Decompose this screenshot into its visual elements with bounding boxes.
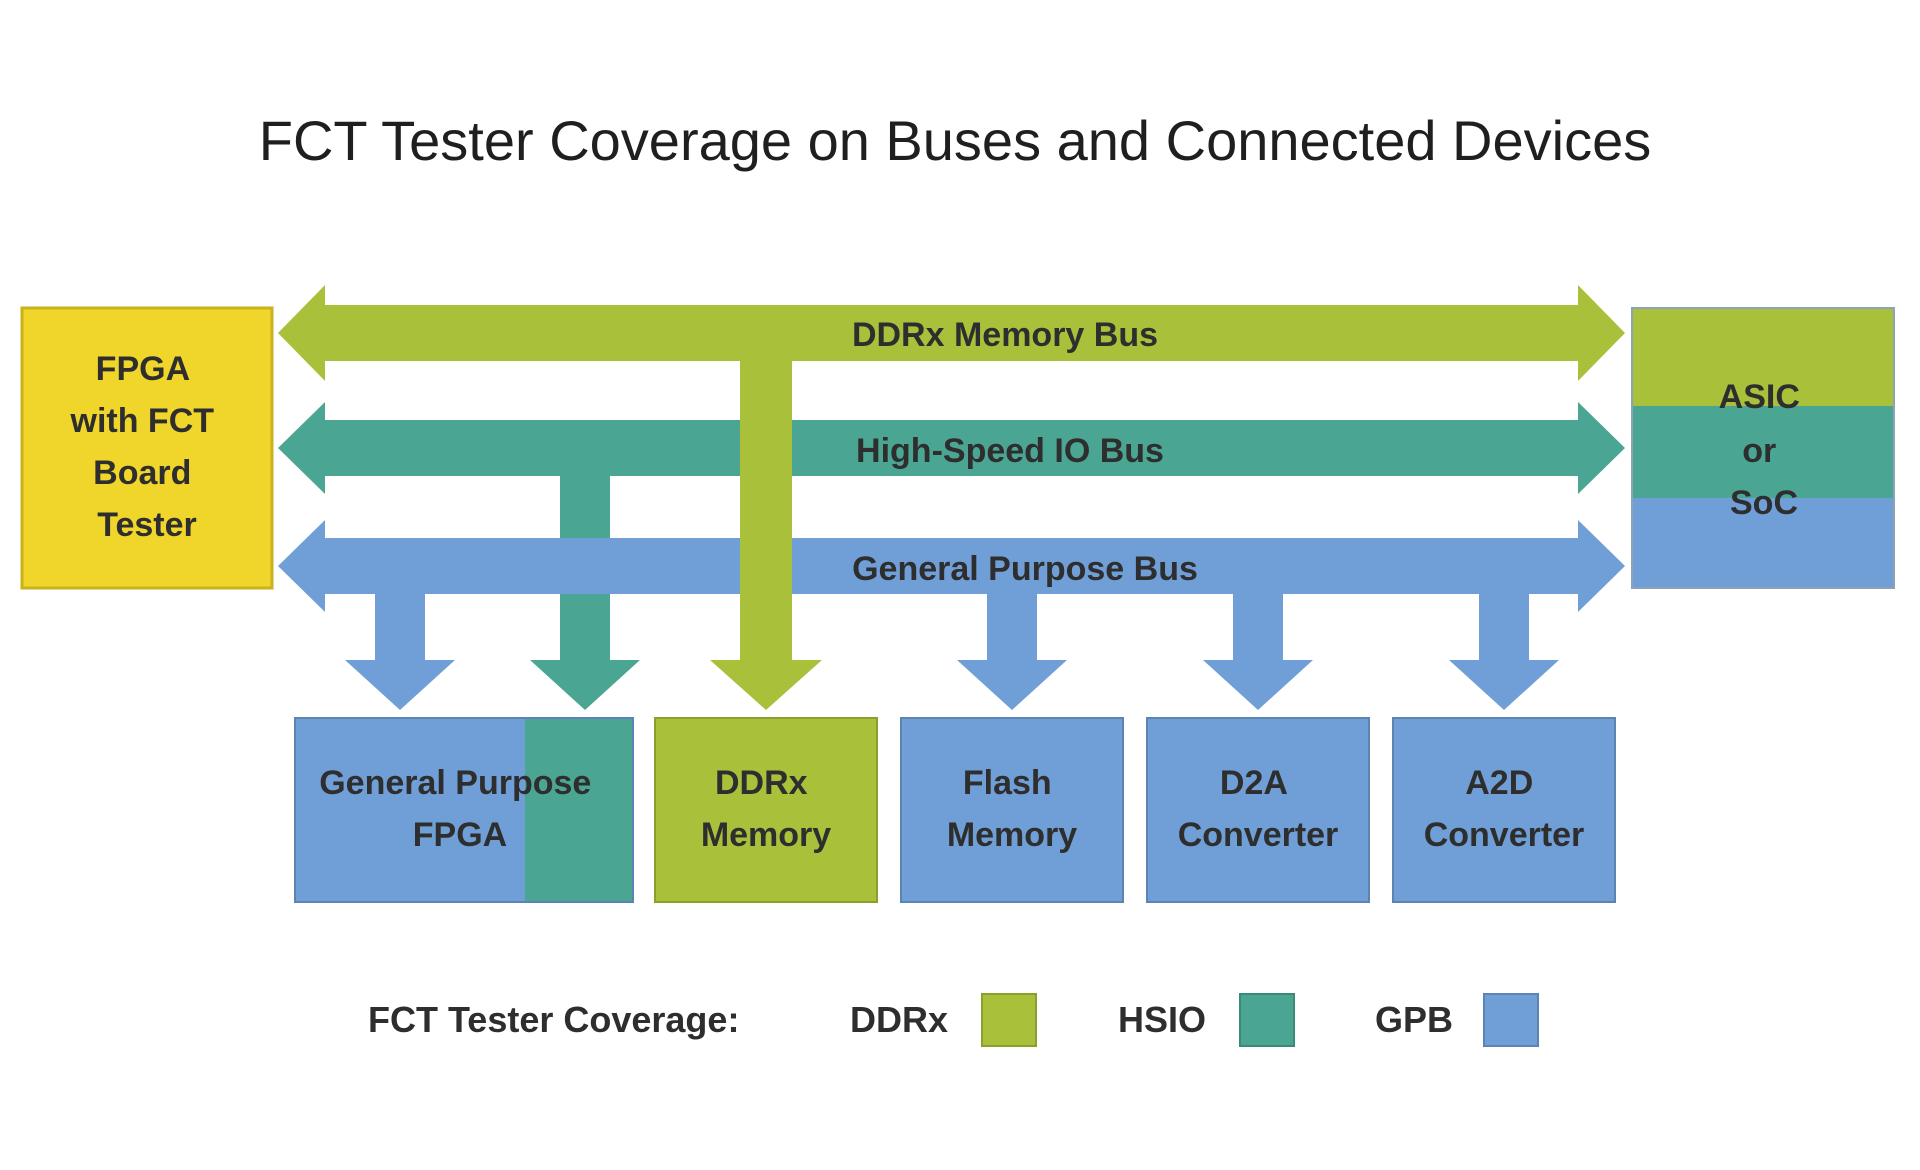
a2d-converter-label: A2D Converter <box>1424 764 1585 854</box>
ddrx-drop-arrow <box>710 355 822 710</box>
flash-memory-block <box>900 717 1124 903</box>
legend: FCT Tester Coverage: DDRx HSIO GPB <box>368 993 1539 1047</box>
asic-block <box>1631 307 1895 589</box>
ddrx-memory-label: DDRx Memory <box>701 764 831 854</box>
legend-label-hsio: HSIO <box>1118 999 1206 1040</box>
gp-fpga-block <box>294 717 634 903</box>
d2a-converter-label: D2A Converter <box>1178 764 1339 854</box>
fpga-tester-block <box>20 306 274 590</box>
legend-swatch-gpb <box>1483 993 1539 1047</box>
ddrx-bus-label: DDRx Memory Bus <box>852 316 1158 354</box>
gpb-drop-arrow-a2d <box>1449 560 1559 710</box>
gpb-drop-arrow-flash <box>957 560 1067 710</box>
legend-swatch-hsio <box>1239 993 1295 1047</box>
asic-ddrx-band <box>1632 308 1894 406</box>
fpga-tester-label: FPGA with FCT Board Tester <box>70 350 224 544</box>
d2a-converter-block <box>1146 717 1370 903</box>
legend-title: FCT Tester Coverage: <box>368 999 739 1040</box>
gpb-drop-arrow-gp-fpga <box>345 560 455 710</box>
ddrx-memory-block <box>654 717 878 903</box>
gp-fpga-label: General Purpose FPGA <box>319 764 601 854</box>
gp-fpga-hsio-region <box>525 718 633 902</box>
legend-swatch-ddrx <box>981 993 1037 1047</box>
legend-label-gpb: GPB <box>1375 999 1453 1040</box>
asic-gpb-band <box>1632 498 1894 588</box>
asic-label: ASIC or SoC <box>1719 378 1810 522</box>
hsio-bus-label: High-Speed IO Bus <box>856 432 1164 470</box>
flash-memory-label: Flash Memory <box>947 764 1077 854</box>
gpb-bus-arrow <box>278 520 1625 612</box>
gpb-bus-label: General Purpose Bus <box>852 550 1198 588</box>
gpb-drop-arrow-d2a <box>1203 560 1313 710</box>
asic-hsio-band <box>1632 406 1894 498</box>
diagram-title: FCT Tester Coverage on Buses and Connect… <box>259 109 1651 172</box>
hsio-bus-arrow <box>278 402 1625 494</box>
gp-fpga-gpb-region <box>295 718 525 902</box>
legend-label-ddrx: DDRx <box>850 999 948 1040</box>
ddrx-bus-arrow <box>278 285 1625 381</box>
a2d-converter-block <box>1392 717 1616 903</box>
